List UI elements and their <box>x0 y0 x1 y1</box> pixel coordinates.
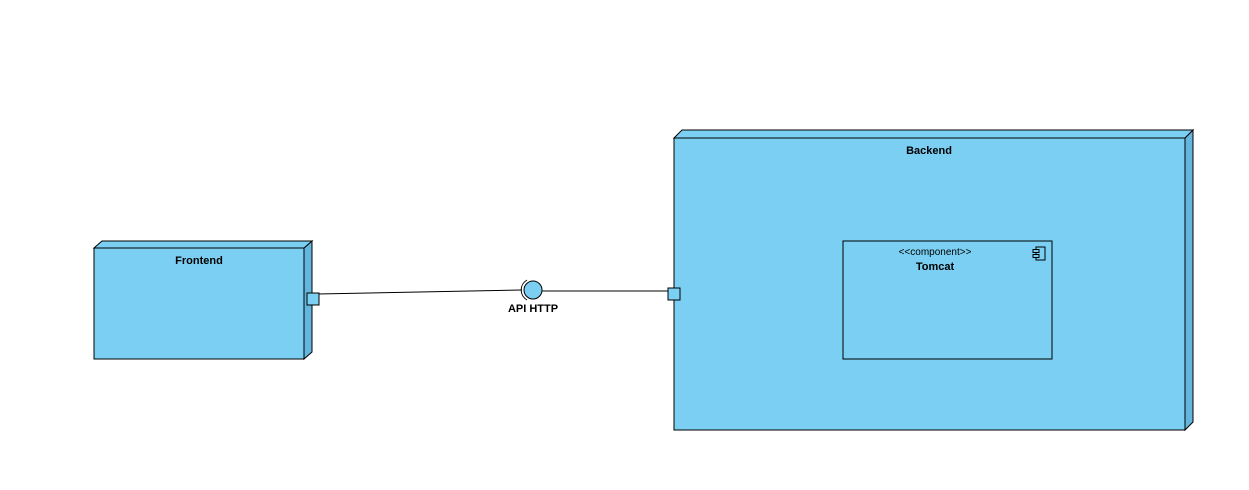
tomcat-component[interactable]: <<component>> Tomcat <box>842 240 1053 360</box>
backend-node-top <box>672 129 1195 139</box>
tomcat-component-box <box>842 240 1053 360</box>
component-icon <box>1032 246 1046 261</box>
component-name: Tomcat <box>916 261 955 273</box>
frontend-port[interactable] <box>306 292 320 306</box>
backend-port[interactable] <box>667 287 681 301</box>
frontend-node-body <box>93 247 305 360</box>
frontend-node[interactable]: Frontend <box>92 239 314 361</box>
component-stereotype: <<component>> <box>899 247 972 258</box>
backend-node-side <box>1184 128 1194 432</box>
frontend-to-interface-connector[interactable] <box>317 289 523 295</box>
frontend-node-label: Frontend <box>175 255 223 267</box>
interface-ball-icon <box>523 280 543 300</box>
backend-node-label: Backend <box>906 145 952 157</box>
interface-label: API HTTP <box>508 303 558 315</box>
interface-socket-icon <box>520 279 528 301</box>
frontend-node-top <box>92 240 314 249</box>
api-http-interface[interactable]: API HTTP <box>508 279 558 315</box>
